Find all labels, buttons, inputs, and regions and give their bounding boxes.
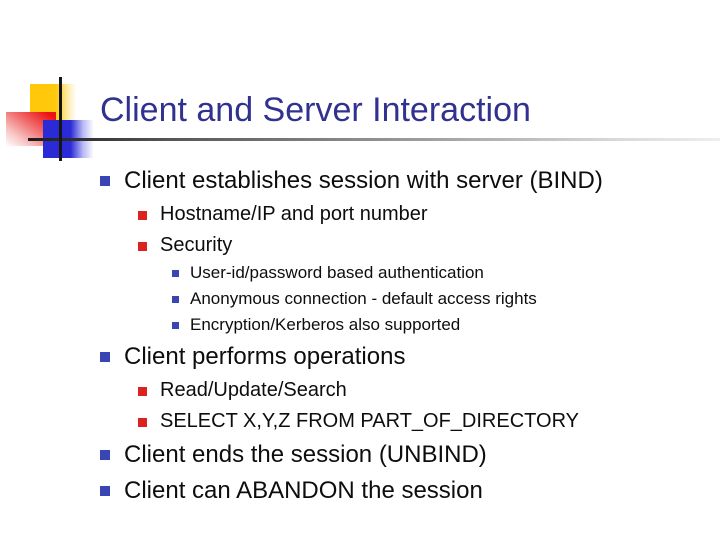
list-item: SELECT X,Y,Z FROM PART_OF_DIRECTORY <box>138 408 700 434</box>
square-bullet-icon <box>100 176 110 186</box>
list-item-text: Encryption/Kerberos also supported <box>190 315 461 334</box>
list-item: Client can ABANDON the session <box>100 476 700 506</box>
square-bullet-icon <box>172 296 179 303</box>
slide-title: Client and Server Interaction <box>100 91 531 129</box>
list-item-text: Client can ABANDON the session <box>124 477 483 504</box>
list-item-text: User-id/password based authentication <box>190 263 484 282</box>
square-bullet-icon <box>138 211 147 220</box>
list-item-text: SELECT X,Y,Z FROM PART_OF_DIRECTORY <box>160 410 579 432</box>
list-item-text: Client ends the session (UNBIND) <box>124 441 487 468</box>
list-item-text: Read/Update/Search <box>160 379 347 401</box>
square-bullet-icon <box>100 450 110 460</box>
list-item-text: Client establishes session with server (… <box>124 167 603 194</box>
list-item: Encryption/Kerberos also supported <box>172 314 700 336</box>
list-item: Read/Update/Search <box>138 377 700 403</box>
square-bullet-icon <box>138 387 147 396</box>
list-item: Client ends the session (UNBIND) <box>100 440 700 470</box>
title-divider-rule <box>28 138 720 141</box>
list-item: Security <box>138 232 700 258</box>
list-item: Anonymous connection - default access ri… <box>172 288 700 310</box>
square-bullet-icon <box>100 352 110 362</box>
bullet-list: Client establishes session with server (… <box>100 166 700 506</box>
square-bullet-icon <box>138 418 147 427</box>
list-item: User-id/password based authentication <box>172 262 700 284</box>
square-bullet-icon <box>138 242 147 251</box>
list-item-text: Hostname/IP and port number <box>160 203 428 225</box>
vertical-line-decoration <box>59 77 62 161</box>
list-item-text: Security <box>160 234 233 256</box>
list-item: Hostname/IP and port number <box>138 201 700 227</box>
square-bullet-icon <box>172 270 179 277</box>
list-item-text: Anonymous connection - default access ri… <box>190 289 537 308</box>
list-item: Client establishes session with server (… <box>100 166 700 196</box>
list-item: Client performs operations <box>100 342 700 372</box>
list-item-text: Client performs operations <box>124 343 406 370</box>
square-bullet-icon <box>100 486 110 496</box>
square-bullet-icon <box>172 322 179 329</box>
